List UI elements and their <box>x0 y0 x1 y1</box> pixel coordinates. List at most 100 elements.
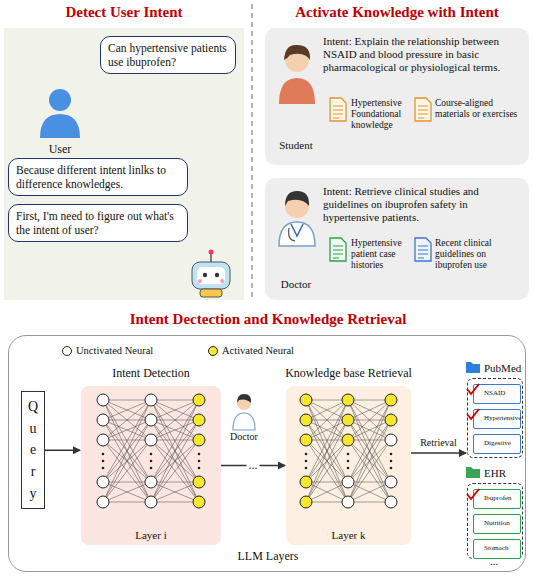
neuron-link <box>348 400 391 420</box>
neuron-link <box>103 400 151 440</box>
persona-name: Doctor <box>269 278 323 290</box>
layer-heading: Knowledge base Retrieval <box>256 366 441 381</box>
repository-name: EHR <box>484 467 506 479</box>
document-node: Nutrition <box>473 514 521 534</box>
neuron-link <box>348 482 391 502</box>
edge-label: Retrieval <box>418 437 459 449</box>
neuron-link <box>103 400 151 420</box>
neuron-link <box>306 420 348 502</box>
neuron <box>145 414 157 426</box>
ellipsis-label: ... <box>482 556 506 567</box>
document-lines <box>333 246 343 258</box>
layer-panel: Knowledge base RetrievalLayer k <box>286 386 411 545</box>
neuron <box>385 496 397 508</box>
doctor-coat <box>233 413 255 430</box>
ellipsis-dot <box>305 460 308 463</box>
speech-bubble: Because different intent linlks to diffe… <box>8 158 188 196</box>
neuron-link <box>306 420 348 502</box>
robot-eye <box>215 273 219 277</box>
ellipsis-dot <box>198 467 201 470</box>
bubble-text: First, I'm need to figure out what's the… <box>16 209 180 237</box>
ellipsis-dot <box>347 467 350 470</box>
document-outline <box>415 238 431 261</box>
robot-antenna-tip <box>209 250 214 255</box>
panel: Detect User IntentCan hypertensive patie… <box>4 28 244 300</box>
neuron-link <box>348 420 391 440</box>
neuron-link <box>306 440 348 502</box>
ellipsis-dot <box>390 467 393 470</box>
ellipsis-dot <box>150 467 153 470</box>
document-name: Ibuprofen <box>484 490 519 506</box>
document-caption: Hypertensive patient case histories <box>351 238 415 271</box>
neural-net <box>81 386 221 526</box>
panel-heading: Detect User Intent <box>4 4 244 21</box>
bubble-text: Can hypertensive patients use ibuprofen? <box>108 41 228 69</box>
neuron <box>385 414 397 426</box>
edge-label: ... <box>247 459 260 471</box>
layer-name: Layer i <box>81 529 221 541</box>
neuron-link <box>103 400 151 502</box>
neuron <box>145 434 157 446</box>
doctor-collar <box>291 224 303 236</box>
neuron <box>97 476 109 488</box>
neuron <box>300 434 312 446</box>
neuron-link <box>103 440 151 502</box>
neuron-link <box>103 482 151 483</box>
document-node: NSAID <box>473 384 521 404</box>
neuron <box>97 496 109 508</box>
neuron-link <box>306 482 348 502</box>
neuron-link <box>151 420 199 502</box>
neuron-link <box>348 482 391 502</box>
neuron-link <box>151 420 199 440</box>
neuron-link <box>103 400 151 482</box>
neuron-link <box>103 400 151 502</box>
neuron-link <box>103 400 151 401</box>
neuron-link <box>103 420 151 502</box>
document-name: Stomach <box>484 540 519 556</box>
frame-caption: LLM Layers <box>9 549 527 564</box>
neuron-link <box>103 420 151 502</box>
neuron <box>385 394 397 406</box>
neuron-link <box>348 400 391 502</box>
neuron-link <box>348 400 391 482</box>
neuron-link <box>306 400 348 420</box>
neuron-link <box>348 440 391 502</box>
neuron-link <box>151 502 199 503</box>
neuron-link <box>151 400 199 482</box>
document-outline <box>415 98 431 121</box>
neuron <box>97 414 109 426</box>
user-head <box>49 89 71 111</box>
neuron-link <box>348 420 391 440</box>
ellipsis-dot <box>102 460 105 463</box>
document-node: Digestive <box>473 434 521 454</box>
document-icon <box>330 238 346 261</box>
neuron-link <box>151 400 199 440</box>
neuron-link <box>348 400 391 482</box>
neuron <box>145 496 157 508</box>
document-caption: Course-aligned materials or exercises <box>435 98 525 120</box>
ellipsis-dot <box>150 453 153 456</box>
folder-icon <box>466 467 480 478</box>
document-name: Hypertensive <box>484 410 519 426</box>
neuron <box>342 476 354 488</box>
neuron <box>145 476 157 488</box>
neuron-link <box>306 400 348 420</box>
document-node: Hypertensive <box>473 409 521 429</box>
neuron-link <box>151 400 199 420</box>
neuron-link <box>151 482 199 502</box>
neural-net <box>286 386 411 526</box>
ellipsis-dot <box>347 453 350 456</box>
neuron-link <box>103 440 151 441</box>
neuron <box>300 496 312 508</box>
robot-body <box>200 289 222 297</box>
neuron-link <box>103 420 151 440</box>
neuron-link <box>306 482 348 502</box>
neuron <box>385 434 397 446</box>
neuron-link <box>151 400 199 440</box>
robot-cheek <box>198 279 202 283</box>
neuron-link <box>151 440 199 502</box>
robot-head <box>192 262 230 289</box>
neuron-link <box>103 420 151 440</box>
neuron <box>300 394 312 406</box>
